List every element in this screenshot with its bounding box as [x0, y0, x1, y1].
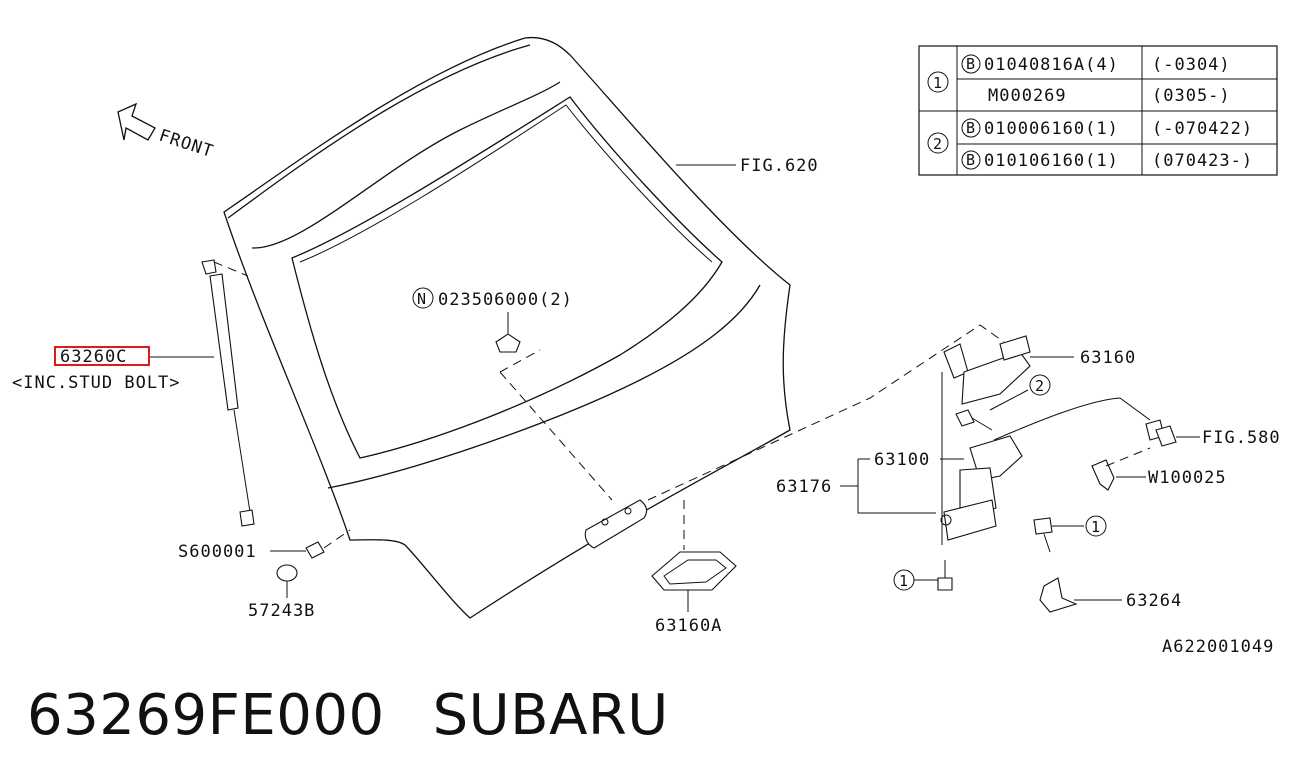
lock-assy-label: 63100: [874, 450, 930, 470]
plug-label: 57243B: [248, 601, 315, 621]
legend-row-3-part: 010006160(1): [984, 119, 1119, 139]
plug-part: [276, 564, 298, 582]
strut-highlight-box: [54, 346, 150, 366]
liftgate-outline: [223, 36, 791, 619]
striker-part: [1039, 577, 1078, 613]
legend-row-4-part: 010106160(1): [984, 151, 1119, 171]
nut-callout: N 023506000(2): [412, 287, 573, 353]
gas-strut: [201, 259, 255, 527]
grommet-clip-part: [305, 541, 325, 559]
actuator-connector-part-2: [1155, 425, 1177, 447]
lock-cable: [993, 397, 1151, 441]
legend-row-4-range: (070423-): [1152, 151, 1253, 171]
footer-title: 63269FE000 SUBARU: [27, 683, 717, 748]
legend-group-2: 2: [933, 135, 943, 153]
latch-dash-leader: [647, 324, 1005, 501]
actuator-ref-label: FIG.580: [1202, 428, 1281, 448]
strut-part-label[interactable]: 63260C: [60, 347, 127, 367]
clip-dash-leader: [1105, 447, 1151, 467]
handle-screw-icon: [601, 518, 609, 526]
rear-window-outline: [291, 96, 723, 459]
legend-row-3-range: (-070422): [1152, 119, 1253, 139]
legend-row-1-part: 01040816A(4): [984, 55, 1119, 75]
striker-label: 63264: [1126, 591, 1182, 611]
nut-dash-leader-2: [499, 349, 541, 373]
glass-ref-label: FIG.620: [740, 156, 819, 176]
bolt-1b-shaft: [1043, 533, 1051, 553]
bolt-2-shaft: [971, 417, 993, 431]
ref-1b-label: 1: [1091, 518, 1101, 536]
clip-label: W100025: [1148, 468, 1227, 488]
strut-note-label: <INC.STUD BOLT>: [12, 373, 181, 393]
nut-dash-leader: [499, 371, 613, 501]
bolt-1a-part: [937, 577, 953, 591]
diagram-id: A622001049: [1162, 637, 1274, 657]
handle-screw-icon: [624, 507, 632, 515]
bolt-2-part: [955, 409, 975, 427]
lock-group-bracket: [857, 458, 936, 514]
ref-1b-circle: [1085, 515, 1107, 537]
clip-part: [1091, 459, 1115, 491]
legend-row-2-part: M000269: [988, 86, 1067, 106]
lock-assembly-part: [940, 435, 1023, 541]
ref-2-leader: [989, 389, 1029, 411]
legend-table: 1 2 B 01040816A(4) (-0304) M000269 (0305…: [918, 45, 1278, 176]
handle-label: 63160A: [655, 616, 722, 636]
footer-brand: SUBARU: [432, 683, 669, 748]
front-label: FRONT: [156, 126, 216, 162]
ref-2-label: 2: [1035, 377, 1045, 395]
nut-prefix: N: [417, 290, 427, 308]
legend-row-4-prefix: B: [966, 151, 976, 169]
lock-group-label: 63176: [776, 477, 832, 497]
handle-plate: [584, 499, 648, 549]
front-arrow-icon: [117, 102, 156, 141]
legend-row-3-prefix: B: [966, 119, 976, 137]
grommet-dash-leader: [323, 529, 351, 549]
legend-row-1-range: (-0304): [1152, 55, 1231, 75]
legend-row-2-range: (0305-): [1152, 86, 1231, 106]
latch-cover-part: [943, 335, 1031, 405]
footer-part-number: 63269FE000: [27, 683, 385, 748]
strut-dash-leader: [213, 261, 249, 277]
legend-group-1: 1: [933, 74, 943, 92]
ref-1a-label: 1: [899, 572, 909, 590]
ref-2-circle: [1029, 374, 1051, 396]
legend-row-1-prefix: B: [966, 55, 976, 73]
bolt-1b-part: [1033, 517, 1053, 535]
grommet-clip-label: S600001: [178, 542, 257, 562]
nut-label: 023506000(2): [438, 290, 573, 310]
ref-1a-circle: [893, 569, 915, 591]
latch-cover-label: 63160: [1080, 348, 1136, 368]
outer-handle-part: [651, 551, 737, 591]
